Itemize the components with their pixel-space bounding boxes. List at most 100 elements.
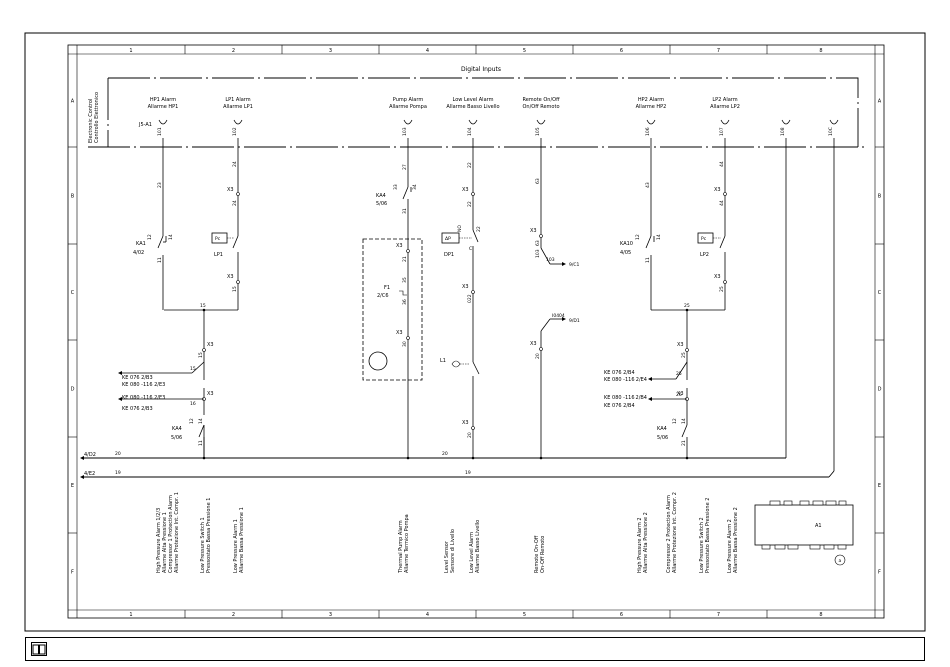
svg-text:X3: X3 — [207, 391, 214, 397]
crossref-right1b: KE 080 -116 — [604, 377, 635, 383]
svg-text:X3: X3 — [462, 420, 469, 426]
description-line2: Pressostato Bassa Pressione 2 — [705, 498, 711, 573]
description-line1: Low Level Alarm — [469, 532, 475, 573]
circuit-low-level — [472, 138, 480, 458]
svg-text:11: 11 — [645, 257, 651, 263]
row-label-left: D — [71, 387, 75, 393]
column-label-bottom: 2 — [232, 612, 235, 618]
svg-text:63: 63 — [535, 240, 541, 246]
connector-symbol — [720, 119, 730, 125]
module-ref: J5-A1 — [138, 122, 152, 128]
connector-symbol — [829, 119, 839, 125]
svg-text:36: 36 — [402, 299, 408, 305]
description-line2: Allarme Termico Pompa — [404, 514, 410, 573]
svg-text:12: 12 — [147, 234, 153, 240]
circuit-lp2 — [651, 138, 726, 458]
input-label-it: Allarme HP2 — [636, 104, 667, 110]
column-label-bottom: 3 — [329, 612, 332, 618]
l1-label: L1 — [440, 358, 446, 364]
pump-box — [362, 238, 423, 381]
column-label-top: 5 — [523, 48, 526, 54]
description-line1: Low Pressure Switch 2 — [699, 517, 705, 573]
bus20-ref: 4/D2 — [84, 452, 96, 458]
svg-text:22: 22 — [467, 201, 473, 207]
svg-text:12: 12 — [635, 234, 641, 240]
row-label-right: A — [878, 99, 882, 105]
bus-label-line2: Controllo Elettronico — [94, 92, 100, 143]
svg-text:35: 35 — [402, 277, 408, 283]
description-line2: Allarme Alta Pressione 2 — [643, 512, 649, 573]
input-pin: 104 — [467, 127, 473, 136]
svg-text:103: 103 — [535, 249, 541, 258]
input-label-it: Allarme Pompa — [389, 104, 427, 110]
svg-text:X3: X3 — [530, 228, 537, 234]
crossref-right2b: 2/B4 — [636, 395, 647, 401]
description-line2: Sensore di Livello — [450, 529, 456, 573]
svg-text:ΔP: ΔP — [445, 236, 451, 242]
svg-text:12: 12 — [672, 418, 678, 424]
crossref-right2a: KE 080 -116 — [604, 395, 635, 401]
svg-text:15: 15 — [200, 303, 206, 309]
crossref-left1a: KE 076 2/B3 — [122, 375, 153, 381]
svg-text:X3: X3 — [530, 341, 537, 347]
column-label-top: 1 — [129, 48, 132, 54]
crossref-right1c: 2/E4 — [636, 377, 647, 383]
input-pin: 108 — [780, 127, 786, 136]
f1-label: F1 — [384, 285, 390, 291]
bus-label-line1: Electronic Control — [88, 99, 94, 143]
svg-text:24: 24 — [232, 200, 238, 206]
description-line1: Low Pressure Switch 1 — [200, 517, 206, 573]
svg-text:33: 33 — [393, 184, 399, 190]
circuit-lp1 — [164, 138, 239, 458]
input-pin: 103 — [402, 127, 408, 136]
input-label-it: Allarme HP1 — [148, 104, 179, 110]
svg-text:27: 27 — [402, 164, 408, 170]
svg-text:20: 20 — [442, 451, 448, 457]
connector-symbol — [536, 119, 546, 125]
svg-text:14: 14 — [656, 234, 662, 240]
row-label-right: F — [878, 570, 881, 576]
input-label: LP1 Alarm — [225, 97, 250, 103]
description-line1: Low Pressure Alarm 2 — [727, 519, 733, 573]
description-line1: Compressor 2 Protection Alarm — [666, 495, 672, 573]
input-label-it: Allarme LP1 — [223, 104, 253, 110]
svg-text:X3: X3 — [714, 187, 721, 193]
svg-text:15: 15 — [198, 352, 204, 358]
lp1-label: LP1 — [214, 252, 223, 258]
input-pin: 105 — [535, 127, 541, 136]
a1-board: A1 a — [754, 500, 854, 566]
outer-frame — [24, 32, 926, 632]
row-label-left: E — [71, 483, 74, 489]
svg-text:X3: X3 — [714, 274, 721, 280]
book-icon[interactable] — [31, 642, 47, 656]
pump-motor — [368, 351, 388, 371]
input-pin: 102 — [232, 127, 238, 136]
column-label-top: 8 — [819, 48, 822, 54]
svg-text:34: 34 — [412, 184, 418, 190]
input-label-it: Allarme LP2 — [710, 104, 740, 110]
svg-text:11: 11 — [157, 257, 163, 263]
svg-text:14: 14 — [681, 418, 687, 424]
input-pin: 10C — [828, 127, 834, 136]
description-line1: High Pressure Alarm 2 — [637, 517, 643, 573]
row-label-right: D — [878, 387, 882, 393]
input-label: Remote On/Off — [522, 97, 560, 103]
svg-text:X3: X3 — [462, 284, 469, 290]
row-label-left: C — [71, 290, 75, 296]
crossref-left2a: KE 080 -116 2/E3 — [122, 395, 165, 401]
input-label-it: Allarme Basso Livello — [446, 104, 499, 110]
input-label: Pump Alarm — [393, 97, 424, 103]
ka4-left-label: KA4 — [172, 426, 182, 432]
svg-text:63: 63 — [535, 178, 541, 184]
input-label: HP2 Alarm — [638, 97, 664, 103]
svg-text:X3: X3 — [227, 274, 234, 280]
ka1-ref: 4/02 — [133, 250, 144, 256]
svg-text:103: 103 — [546, 257, 555, 263]
i0404-ref: 9/D1 — [569, 318, 580, 324]
ka4-right-ref: 5/06 — [657, 435, 668, 441]
description-line2: Allarme Alta Pressione 1 — [162, 512, 168, 573]
bus19-ref: 4/E2 — [84, 471, 95, 477]
svg-text:25: 25 — [719, 286, 725, 292]
description-line1: Thermal Pump Alarm — [398, 520, 404, 574]
